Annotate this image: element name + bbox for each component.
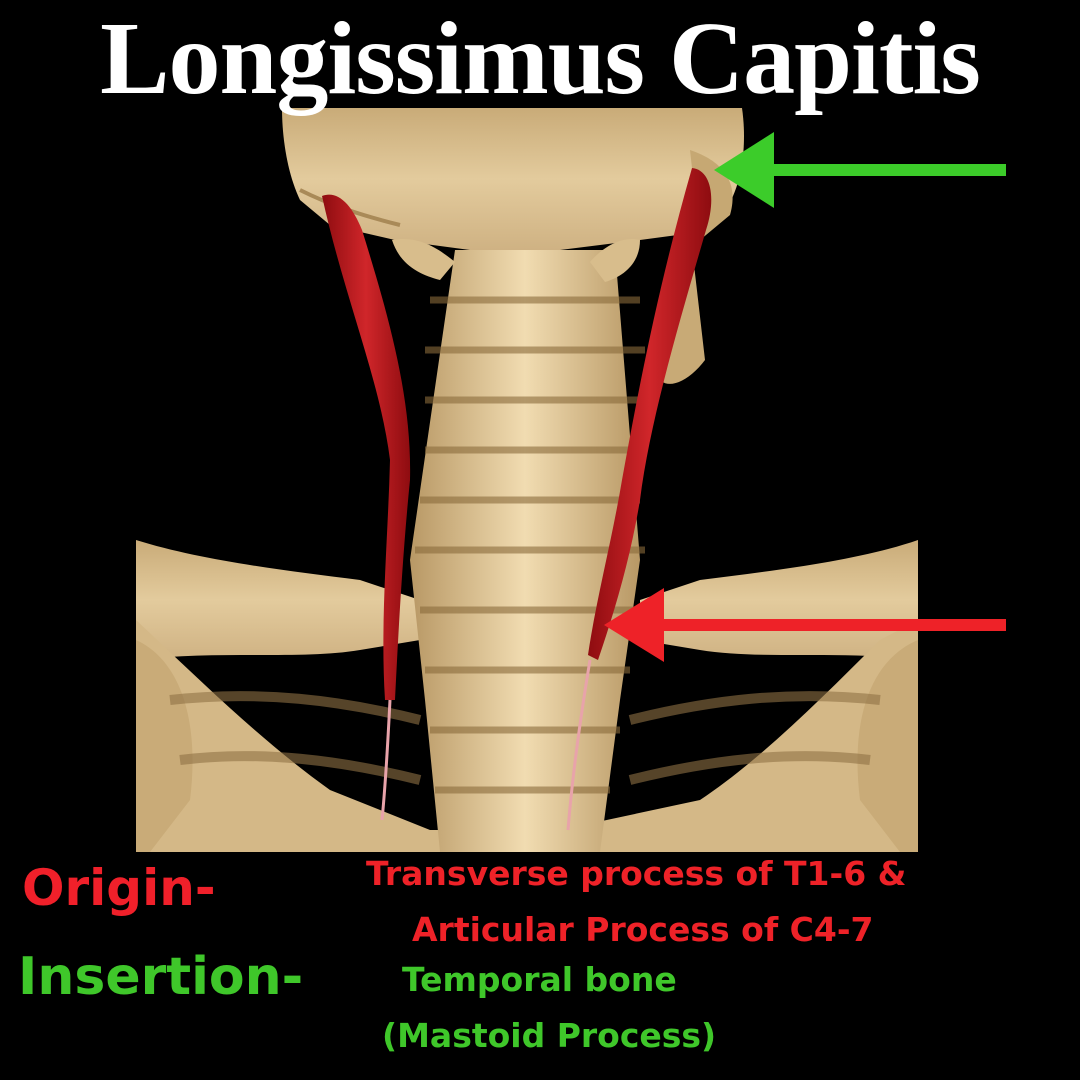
insertion-text-line2: (Mastoid Process) — [382, 1016, 717, 1055]
thorax-region — [136, 540, 918, 852]
origin-label: Origin- — [22, 859, 216, 917]
longissimus-capitis-muscles — [322, 168, 712, 831]
page-title: Longissimus Capitis — [100, 1, 981, 116]
cervical-spine — [392, 239, 645, 852]
insertion-arrow-icon — [714, 132, 1006, 208]
origin-text-line1: Transverse process of T1-6 & — [366, 854, 907, 893]
origin-text-line2: Articular Process of C4-7 — [412, 910, 874, 949]
insertion-text-line1: Temporal bone — [402, 960, 677, 999]
origin-arrow-icon — [604, 588, 1006, 662]
insertion-label: Insertion- — [18, 947, 304, 1007]
